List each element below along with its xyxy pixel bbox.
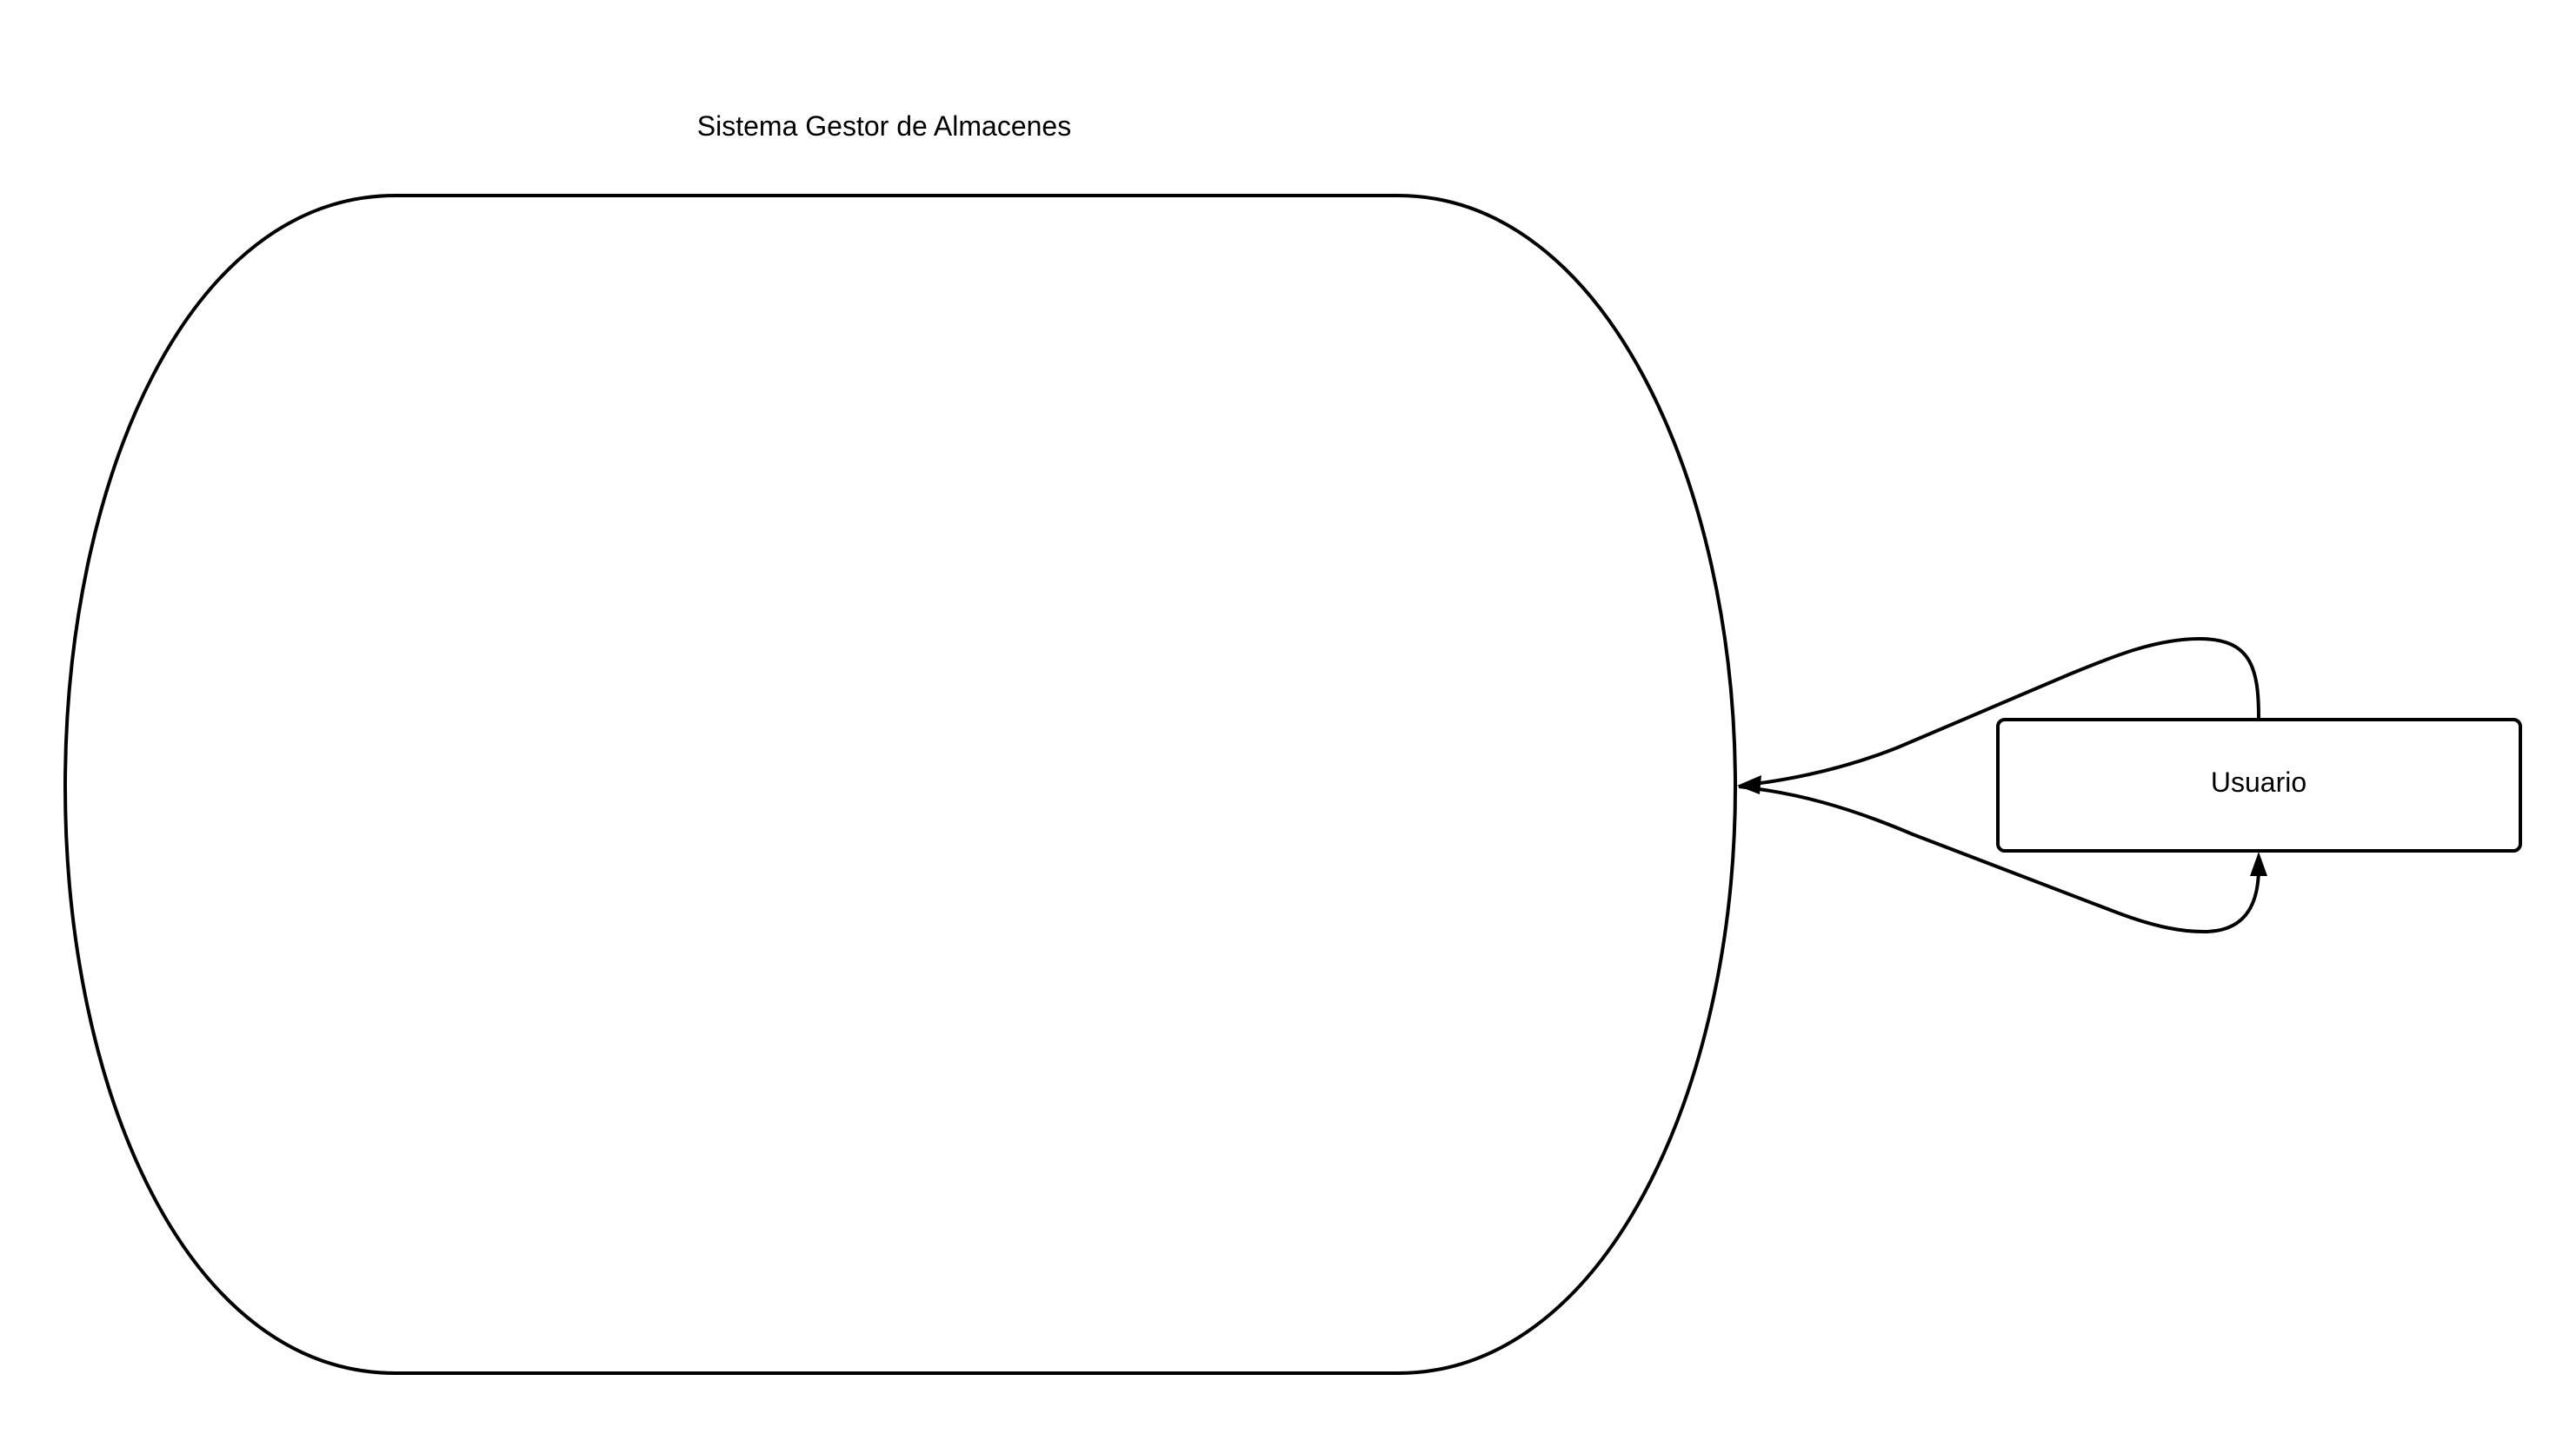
connector-actor-to-system (1747, 636, 2260, 787)
system-boundary[interactable] (63, 194, 1738, 1375)
arrowhead-system-side (1737, 775, 1761, 794)
actor-label: Usuario (2211, 767, 2306, 798)
arrowhead-actor-side (2250, 852, 2267, 876)
connector-system-to-actor (1738, 785, 2260, 934)
system-title: Sistema Gestor de Almacenes (697, 110, 1071, 142)
actor-box[interactable] (1996, 718, 2522, 853)
